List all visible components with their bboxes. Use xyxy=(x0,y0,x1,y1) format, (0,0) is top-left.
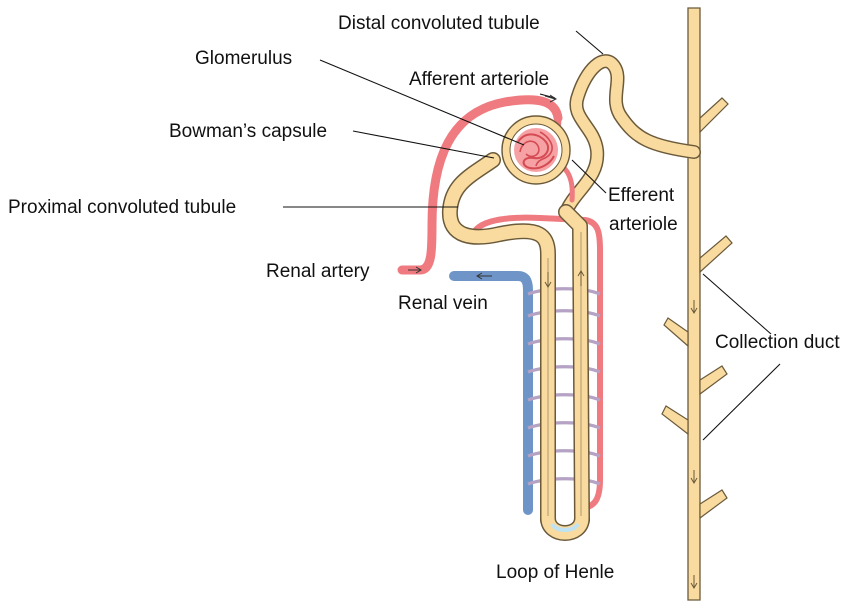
label-loop-of-henle: Loop of Henle xyxy=(496,562,614,583)
label-proximal-convoluted-tubule: Proximal convoluted tubule xyxy=(8,197,236,218)
label-afferent-arteriole: Afferent arteriole xyxy=(409,69,549,90)
label-bowmans-capsule: Bowman’s capsule xyxy=(169,121,327,142)
label-renal-artery: Renal artery xyxy=(266,261,370,282)
leader-collection-duct-upper xyxy=(703,274,771,334)
proximal-convoluted-tubule xyxy=(450,160,548,520)
collection-duct-branch xyxy=(664,318,688,346)
collection-duct-branch xyxy=(700,490,727,518)
collection-duct-branch xyxy=(700,366,727,394)
collection-duct-branch xyxy=(662,406,688,434)
label-distal-convoluted-tubule: Distal convoluted tubule xyxy=(338,13,540,34)
label-efferent-arteriole-line2: arteriole xyxy=(609,214,678,235)
leader-distal-convoluted-tubule xyxy=(576,31,603,54)
collection-duct-branch xyxy=(700,236,732,272)
label-collection-duct: Collection duct xyxy=(715,332,840,353)
label-glomerulus: Glomerulus xyxy=(195,48,292,69)
collection-duct xyxy=(662,8,732,600)
glomerulus xyxy=(514,128,558,172)
leader-bowmans-capsule xyxy=(353,131,494,158)
label-efferent-arteriole-line1: Efferent xyxy=(608,185,675,206)
collection-duct-branch xyxy=(700,98,728,132)
label-renal-vein: Renal vein xyxy=(398,293,488,314)
